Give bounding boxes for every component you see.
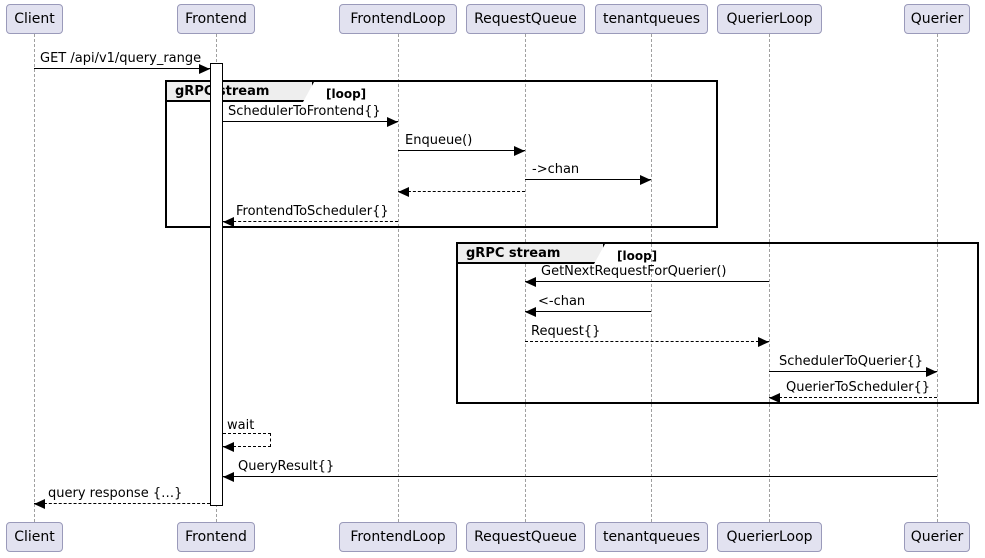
participant-header-tenantqueues[interactable]: tenantqueues [595,4,708,34]
participant-footer-frontendloop[interactable]: FrontendLoop [339,522,457,552]
message-label-m6: FrontendToScheduler{} [236,204,389,219]
arrowhead-right [758,337,769,347]
message-line-m13 [223,476,937,477]
participant-label: RequestQueue [474,529,577,545]
message-line-m9 [525,341,769,342]
self-message-label-m12: wait [227,418,255,433]
message-label-m2: SchedulerToFrontend{} [228,104,381,119]
fragment-condition-grpc-stream-querier: [loop] [617,249,658,263]
participant-label: QuerierLoop [726,529,813,545]
participant-footer-querier[interactable]: Querier [904,522,970,552]
participant-label: Querier [910,529,964,545]
message-line-m4 [525,179,651,180]
message-line-m3 [398,150,525,151]
message-line-m5 [398,191,525,192]
participant-footer-client[interactable]: Client [6,522,63,552]
arrowhead-left [769,393,780,403]
message-line-m10 [769,371,937,372]
lifeline-frontendloop [398,34,399,522]
arrowhead-right [387,117,398,127]
message-label-m8: <-chan [538,294,586,309]
message-line-m1 [34,68,210,69]
arrowhead-left [525,307,536,317]
arrowhead-left [525,277,536,287]
lifeline-tenantqueues [651,34,652,522]
message-label-m13: QueryResult{} [238,459,335,474]
lifeline-client [34,34,35,522]
participant-footer-requestqueue[interactable]: RequestQueue [466,522,585,552]
participant-label: QuerierLoop [726,11,813,27]
participant-label: Querier [910,11,964,27]
arrowhead-right [514,146,525,156]
arrowhead-right [640,175,651,185]
participant-header-frontend[interactable]: Frontend [177,4,255,34]
arrowhead-left [398,187,409,197]
participant-label: FrontendLoop [350,11,446,27]
participant-label: FrontendLoop [350,529,446,545]
arrowhead-right [199,64,210,74]
lifeline-querier [937,34,938,522]
participant-label: tenantqueues [602,529,701,545]
participant-header-querier[interactable]: Querier [904,4,970,34]
message-label-m9: Request{} [531,324,601,339]
arrowhead-left [223,217,234,227]
activation-bar-frontend [210,63,223,506]
participant-footer-frontend[interactable]: Frontend [177,522,255,552]
message-line-m8 [525,311,651,312]
message-label-m4: ->chan [532,162,580,177]
participant-label: RequestQueue [474,11,577,27]
participant-label: Client [14,529,55,545]
arrowhead-left [34,499,45,509]
participant-header-querierloop[interactable]: QuerierLoop [717,4,822,34]
participant-header-frontendloop[interactable]: FrontendLoop [339,4,457,34]
self-message-box-m12 [223,433,271,447]
message-line-m11 [769,397,937,398]
arrowhead-right [926,367,937,377]
fragment-tab-grpc-stream-querier: gRPC stream [458,244,605,264]
message-line-m14 [34,503,210,504]
message-label-m11: QuerierToScheduler{} [786,380,931,395]
fragment-grpc-stream-frontend [165,80,718,228]
message-label-m3: Enqueue() [405,133,473,148]
participant-label: Frontend [185,529,247,545]
participant-header-requestqueue[interactable]: RequestQueue [466,4,585,34]
arrowhead-left [223,442,234,452]
participant-label: Client [14,11,55,27]
lifeline-querierloop [769,34,770,522]
fragment-grpc-stream-querier [456,242,979,404]
message-line-m6 [223,221,398,222]
fragment-condition-grpc-stream-frontend: [loop] [326,87,367,101]
fragment-tab-grpc-stream-frontend: gRPC stream [167,82,314,102]
message-line-m2 [223,121,398,122]
message-label-m10: SchedulerToQuerier{} [779,354,924,369]
participant-footer-querierloop[interactable]: QuerierLoop [717,522,822,552]
participant-label: Frontend [185,11,247,27]
arrowhead-left [223,472,234,482]
message-label-m14: query response {…} [48,486,183,501]
message-label-m7: GetNextRequestForQuerier() [541,264,727,279]
message-line-m7 [525,281,769,282]
fragment-label: gRPC stream [466,245,561,261]
participant-header-client[interactable]: Client [6,4,63,34]
participant-footer-tenantqueues[interactable]: tenantqueues [595,522,708,552]
message-label-m1: GET /api/v1/query_range [40,51,202,66]
participant-label: tenantqueues [602,11,701,27]
